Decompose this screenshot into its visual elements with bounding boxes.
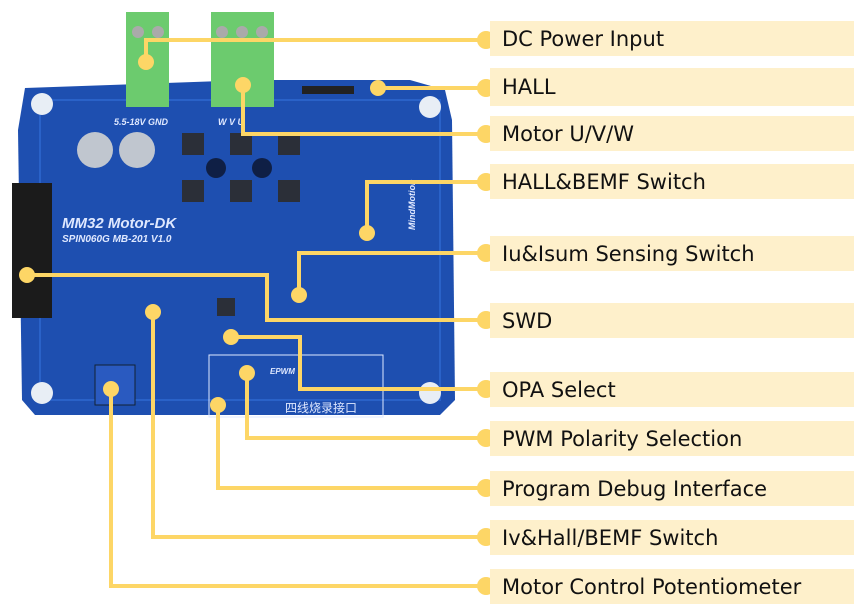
callout-line-motor-uvw (241, 85, 486, 136)
board-title: MM32 Motor-DK (62, 215, 177, 232)
label-text: Iv&Hall/BEMF Switch (502, 525, 719, 550)
idc-header (12, 183, 52, 318)
callout-line-dc-power (144, 38, 486, 62)
label-dc-power-input: DC Power Input (490, 21, 854, 56)
label-text: DC Power Input (502, 26, 665, 51)
capacitor (77, 132, 113, 168)
label-text: HALL (502, 75, 556, 99)
label-text: Motor U/V/W (502, 121, 635, 146)
callout-line-iu-isum (297, 251, 486, 295)
label-iu-isum-switch: Iu&Isum Sensing Switch (490, 236, 854, 271)
callout-line-debug (216, 405, 486, 490)
label-text: Program Debug Interface (502, 476, 768, 501)
label-pwm-polarity: PWM Polarity Selection (490, 421, 854, 456)
label-motor-uvw: Motor U/V/W (490, 116, 854, 151)
label-swd: SWD (490, 303, 854, 338)
label-text: Iu&Isum Sensing Switch (502, 241, 755, 266)
callout-line-iv-hall (151, 312, 486, 539)
callout-line-swd (27, 273, 486, 322)
label-text: OPA Select (502, 377, 616, 402)
label-text: HALL&BEMF Switch (502, 169, 706, 194)
callout-line-hall-bemf (365, 180, 486, 233)
dc-power-terminal (126, 12, 169, 107)
epwm-marking: EPWM (270, 367, 295, 376)
label-hall: HALL (490, 68, 854, 106)
label-text: Motor Control Potentiometer (502, 574, 802, 599)
mosfets (182, 133, 300, 316)
label-opa-select: OPA Select (490, 372, 854, 407)
label-iv-hall-bemf: Iv&Hall/BEMF Switch (490, 520, 854, 555)
callout-line-potentiometer (109, 389, 486, 588)
brand-marking: MindMotion (407, 179, 417, 230)
debug-marking: 四线烧录接口 (285, 400, 357, 415)
power-marking: 5.5-18V GND (114, 117, 169, 127)
pcb-board (18, 80, 455, 415)
capacitor (119, 132, 155, 168)
callout-line-pwm (245, 373, 486, 440)
board-subtitle: SPIN060G MB-201 V1.0 (62, 234, 172, 245)
hall-header (302, 86, 354, 94)
label-program-debug: Program Debug Interface (490, 471, 854, 506)
callout-line-opa (231, 335, 486, 391)
label-hall-bemf-switch: HALL&BEMF Switch (490, 164, 854, 199)
label-potentiometer: Motor Control Potentiometer (490, 569, 854, 604)
label-text: PWM Polarity Selection (502, 426, 743, 451)
label-text: SWD (502, 308, 553, 333)
phase-marking: W V U (218, 117, 244, 127)
